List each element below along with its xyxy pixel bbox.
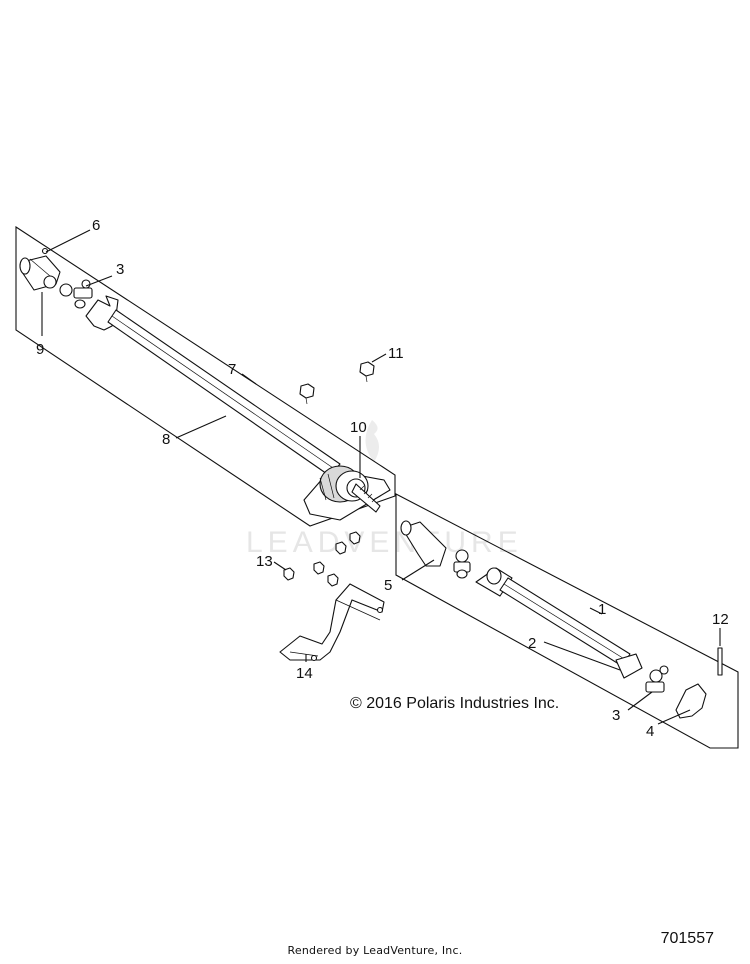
leader-lines	[41, 229, 721, 725]
callout-3-lower: 3	[612, 707, 620, 724]
rendered-by-footer: Rendered by LeadVenture, Inc.	[287, 944, 463, 957]
shaft-tube-part-8	[107, 309, 341, 477]
front-prop-shaft-assembly	[400, 520, 707, 719]
center-bearing-part-10	[303, 465, 391, 521]
panel-lower-assembly	[395, 493, 739, 749]
callout-12: 12	[712, 611, 729, 628]
callout-4: 4	[646, 723, 654, 740]
diagram-number: 701557	[660, 930, 714, 947]
callout-14: 14	[296, 665, 313, 682]
mounting-bracket-part-14	[279, 583, 385, 662]
grease-fitting-part-6	[41, 247, 49, 255]
u-joint-part-3-lower	[645, 665, 669, 693]
bolt-icon-upper	[299, 361, 375, 405]
callout-5: 5	[384, 577, 392, 594]
callout-7: 7	[228, 361, 236, 378]
slip-yoke-part-5	[401, 521, 447, 567]
callout-1: 1	[598, 601, 606, 618]
u-joint-part-3-upper	[59, 279, 93, 309]
callout-6: 6	[92, 217, 100, 234]
callout-11: 11	[388, 345, 404, 362]
callout-3-upper: 3	[116, 261, 124, 278]
watermark: LEADVENTURE	[246, 420, 523, 559]
pin-part-12	[717, 647, 723, 676]
callout-9: 9	[36, 341, 44, 358]
shaft-tube-part-2	[475, 567, 643, 679]
callout-13: 13	[256, 553, 273, 570]
watermark-text: LEADVENTURE	[246, 526, 523, 559]
rear-prop-shaft-assembly	[19, 247, 391, 521]
splined-output-shaft	[351, 483, 381, 513]
callout-8: 8	[162, 431, 170, 448]
callout-labels: 1 2 3 3 4 5 6 7 8 9 10 11 12 13 14	[36, 217, 729, 740]
callout-10: 10	[350, 419, 367, 436]
callout-2: 2	[528, 635, 536, 652]
watermark-logo-icon	[365, 420, 379, 462]
copyright-notice: © 2016 Polaris Industries Inc.	[350, 695, 559, 712]
bolt-icon-lower-group	[283, 531, 361, 587]
end-yoke-part-4	[675, 683, 707, 719]
u-joint-center	[453, 549, 471, 579]
slip-yoke-part-9	[19, 255, 61, 291]
